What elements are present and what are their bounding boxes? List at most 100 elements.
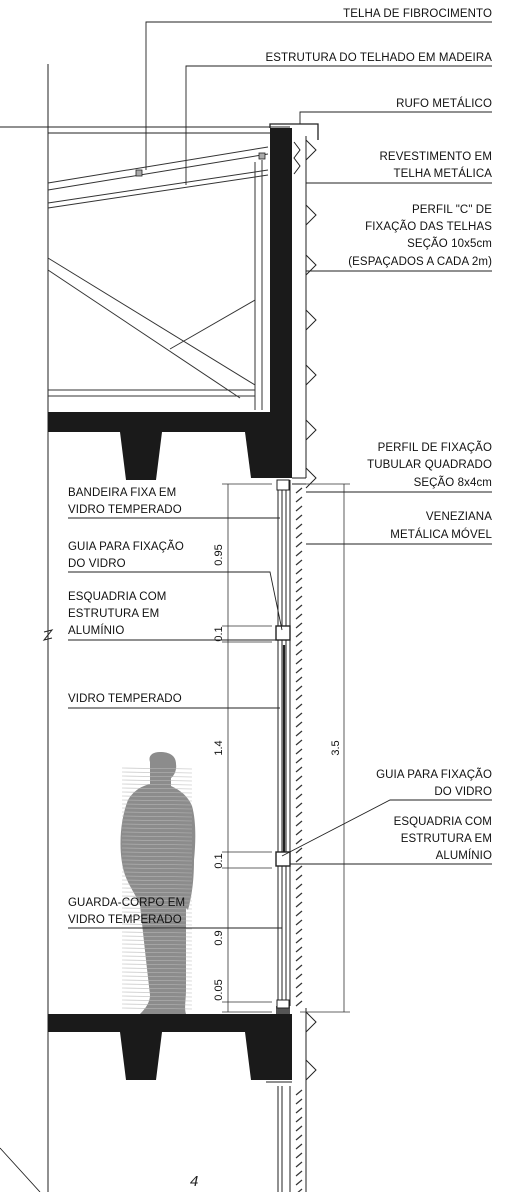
label-estrutura-telhado: ESTRUTURA DO TELHADO EM MADEIRA	[265, 52, 492, 64]
hatch-stroke	[121, 895, 193, 898]
louver-blade	[295, 1089, 303, 1096]
louver-blade	[295, 685, 303, 692]
label-esquadria-left-1: ESQUADRIA COM	[68, 591, 167, 603]
hatch-stroke	[121, 823, 193, 826]
level-mark: 4	[190, 1173, 198, 1190]
label-bandeira-1: BANDEIRA FIXA EM	[68, 487, 177, 499]
louver-blade	[295, 721, 303, 728]
louver-blade	[295, 757, 303, 764]
hatch-stroke	[121, 959, 193, 962]
dim-09: 0.9	[213, 930, 225, 945]
louver-blade	[295, 505, 303, 512]
label-guia-right-1: GUIA PARA FIXAÇÃO	[376, 769, 492, 781]
hatch-stroke	[121, 779, 193, 782]
leader-lines	[0, 21, 492, 1192]
hatch-stroke	[121, 935, 193, 938]
label-esquadria-left-2: ESTRUTURA EM	[68, 608, 160, 620]
hatch-stroke	[121, 863, 193, 866]
louver-blade	[295, 532, 303, 539]
glazing-system	[266, 479, 292, 1192]
label-perfil-tubular-2: TUBULAR QUADRADO	[367, 459, 492, 471]
label-perfil-c-3: SEÇÃO 10x5cm	[407, 238, 492, 250]
label-rufo: RUFO METÁLICO	[396, 98, 492, 110]
left-wall-lines	[0, 64, 290, 1192]
louver-blade	[295, 550, 303, 557]
label-perfil-c-4: (ESPAÇADOS A CADA 2m)	[348, 256, 492, 268]
roof-truss	[47, 146, 269, 410]
dim-095: 0.95	[213, 544, 225, 565]
hatch-stroke	[121, 835, 193, 838]
louver-blade	[295, 586, 303, 593]
louver-blade	[295, 856, 303, 863]
hatch-stroke	[121, 771, 193, 774]
louver-blade	[295, 568, 303, 575]
roof-purlin	[258, 152, 266, 160]
hatch-stroke	[121, 919, 193, 922]
louver-blade	[295, 910, 303, 917]
hatch-stroke	[121, 839, 193, 842]
label-esquadria-left-3: ALUMÍNIO	[68, 625, 125, 637]
label-perfil-tubular-1: PERFIL DE FIXAÇÃO	[377, 442, 492, 454]
louver-blade	[295, 784, 303, 791]
label-perfil-tubular-3: SEÇÃO 8x4cm	[413, 477, 492, 489]
louver-blade	[295, 748, 303, 755]
hatch-stroke	[121, 775, 193, 778]
hatch-stroke	[121, 851, 193, 854]
louver-blade	[295, 1179, 303, 1186]
louver-blade	[295, 883, 303, 890]
hatch-stroke	[121, 847, 193, 850]
hatch-stroke	[121, 923, 193, 926]
hatch-stroke	[121, 819, 193, 822]
dim-01-top: 0.1	[213, 626, 225, 641]
louver-blade	[295, 613, 303, 620]
label-esquadria-right-3: ALUMÍNIO	[435, 850, 492, 862]
louver-blade	[295, 811, 303, 818]
louver-blade	[295, 1098, 303, 1105]
louver-blade	[295, 838, 303, 845]
hatch-stroke	[121, 915, 193, 918]
louver-blade	[295, 676, 303, 683]
rufo-flashing	[269, 123, 319, 140]
label-telha-fibrocimento: TELHA DE FIBROCIMENTO	[343, 8, 492, 20]
hatch-stroke	[121, 855, 193, 858]
label-perfil-c-1: PERFIL "C" DE	[412, 204, 492, 216]
louver-blade	[295, 703, 303, 710]
hatch-stroke	[121, 955, 193, 958]
label-guarda-corpo-1: GUARDA-CORPO EM	[68, 897, 186, 909]
hatch-stroke	[121, 903, 193, 906]
hatch-stroke	[121, 795, 193, 798]
hatch-stroke	[121, 791, 193, 794]
hatch-stroke	[121, 811, 193, 814]
hatch-stroke	[121, 979, 193, 982]
louver-blade	[295, 712, 303, 719]
hatch-stroke	[121, 787, 193, 790]
hatch-stroke	[121, 995, 193, 998]
louver-blade	[295, 919, 303, 926]
louver-blade	[295, 802, 303, 809]
label-veneziana-1: VENEZIANA	[425, 511, 492, 523]
louver-blade	[295, 1143, 303, 1150]
louver-blade	[295, 766, 303, 773]
louver-blade	[295, 829, 303, 836]
hatch-stroke	[121, 867, 193, 870]
louver-blade	[295, 955, 303, 962]
louver-blade	[295, 496, 303, 503]
louver-blade	[295, 694, 303, 701]
hatch-stroke	[121, 931, 193, 934]
louver-blade	[295, 577, 303, 584]
hatch-stroke	[121, 827, 193, 830]
louver-blade	[295, 874, 303, 881]
label-revestimento-2: TELHA METÁLICA	[393, 168, 492, 180]
hatch-stroke	[121, 899, 193, 902]
hatch-stroke	[121, 1007, 193, 1010]
louver-blade	[295, 541, 303, 548]
louver-blade	[295, 964, 303, 971]
hatch-stroke	[121, 843, 193, 846]
hatch-stroke	[121, 831, 193, 834]
hatch-stroke	[121, 907, 193, 910]
hatch-stroke	[121, 871, 193, 874]
hatch-stroke	[121, 875, 193, 878]
louver-blade	[295, 901, 303, 908]
hatch-stroke	[121, 943, 193, 946]
